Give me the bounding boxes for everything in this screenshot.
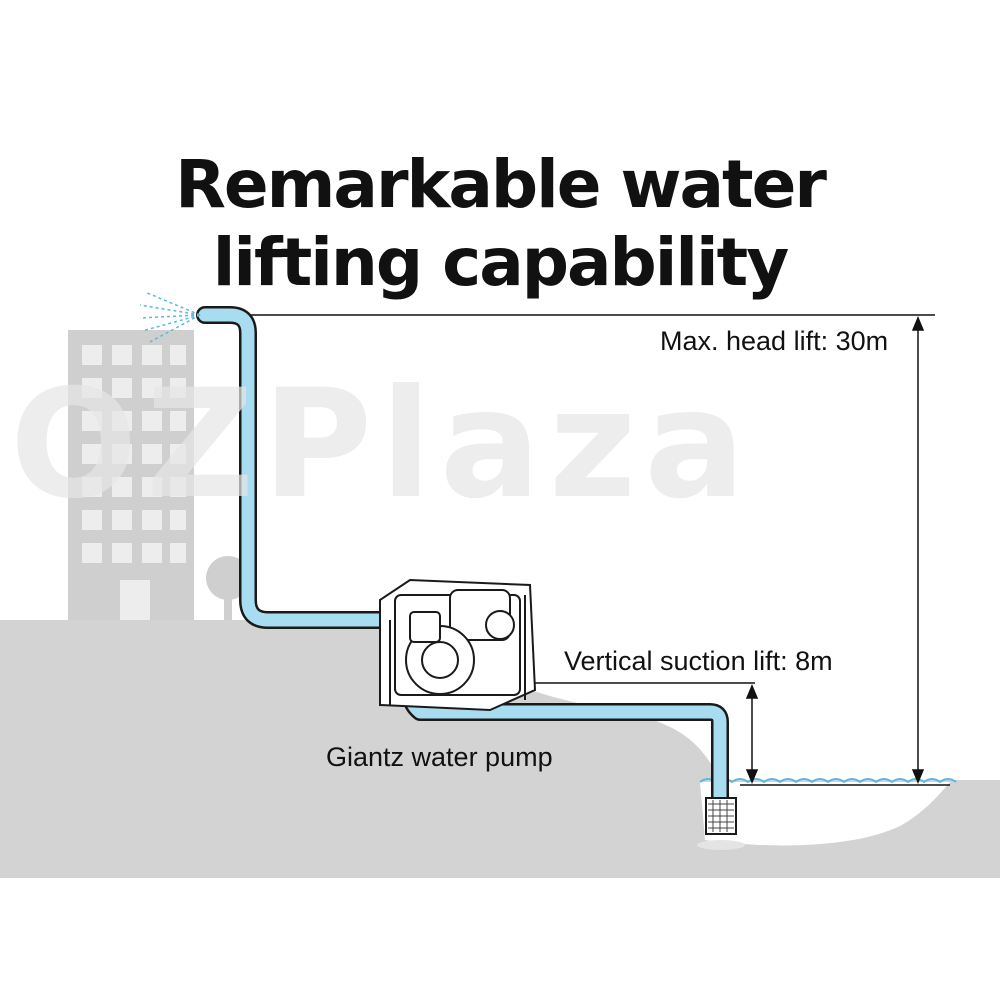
water-pump-icon (379, 578, 537, 712)
head-lift-dimension (250, 314, 950, 786)
strainer-icon (697, 797, 745, 850)
building-silhouette (68, 330, 194, 630)
suction-lift-label: Vertical suction lift: 8m (564, 646, 833, 676)
watermark: OZPlaza (10, 358, 754, 532)
pump-label: Giantz water pump (326, 742, 553, 772)
title-line-2: lifting capability (212, 224, 789, 301)
head-lift-label: Max. head lift: 30m (660, 326, 889, 356)
discharge-hose (196, 306, 409, 629)
suction-lift-dimension (530, 682, 759, 784)
water-surface (699, 778, 957, 784)
spray-icon (139, 291, 201, 344)
title-line-1: Remarkable water (175, 146, 827, 223)
